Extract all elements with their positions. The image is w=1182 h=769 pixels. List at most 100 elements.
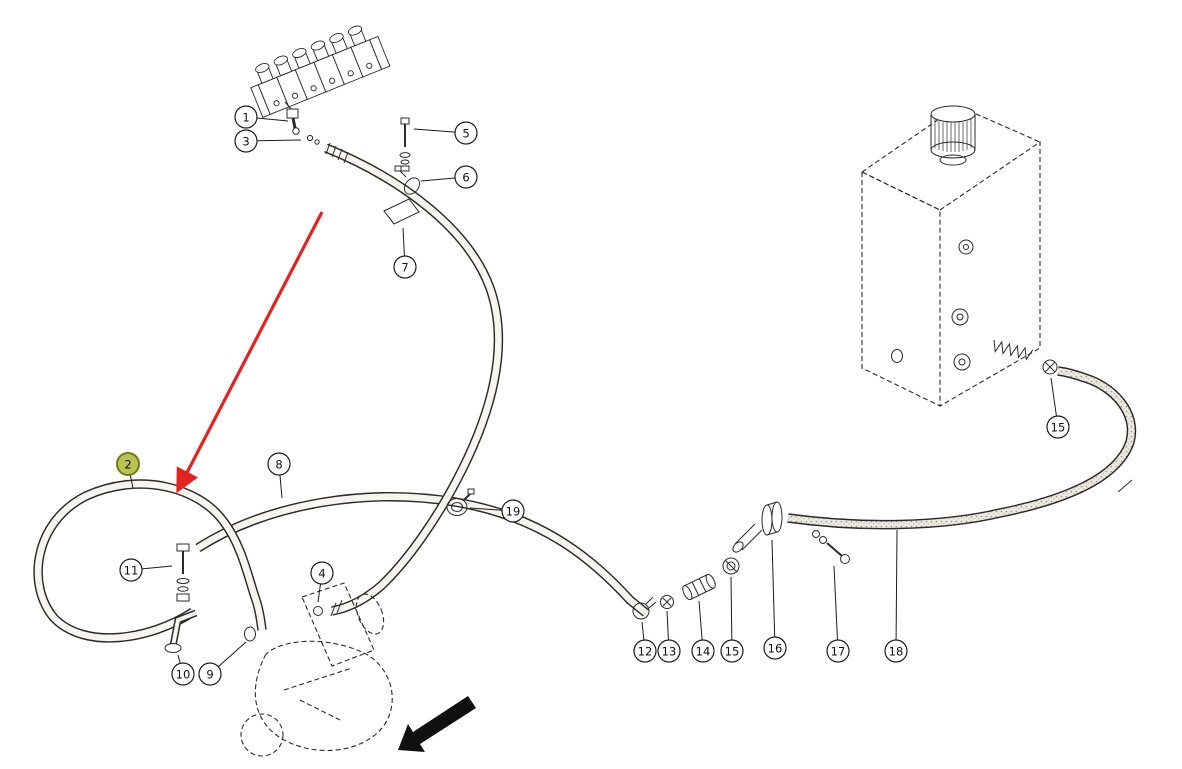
nut-15 [722,557,740,575]
hose-from-valve-block [324,142,504,616]
callout-circle[interactable] [1046,415,1070,439]
callout-leader-line [666,610,669,641]
callout-9[interactable]: 9 [198,641,247,686]
spring-guard [993,339,1034,361]
callout-5[interactable]: 5 [413,121,478,145]
callout-leader-line [730,576,733,641]
o-ring-fitting-4 [313,599,343,617]
callout-circle[interactable] [826,639,850,663]
callout-label: 15 [1051,421,1066,435]
annotation-layer [176,211,476,752]
callout-leader-line [129,474,134,489]
callout-11[interactable]: 11 [119,558,173,582]
callout-circle[interactable] [763,636,787,660]
callout-leader-line [402,227,405,257]
callout-label: 15 [725,645,740,659]
tank-ports [891,239,974,371]
callout-label: 6 [462,171,469,185]
callout-circle[interactable] [454,165,478,189]
hose-clamp-6 [394,165,421,195]
hose-joint-mark [1117,479,1133,493]
callout-6[interactable]: 6 [420,165,478,189]
connector-14 [682,573,716,601]
callout-4[interactable]: 4 [310,561,334,603]
callout-leader-line [279,474,283,499]
callout-label: 7 [401,261,408,275]
callout-15[interactable]: 15 [720,576,744,663]
callout-leader-line [698,600,703,641]
callout-label: 9 [206,668,213,682]
callout-16[interactable]: 16 [763,539,787,660]
bracket-7 [383,198,420,225]
callout-label: 10 [176,668,191,682]
bolt-17 [812,530,850,564]
callout-leader-line [469,507,503,511]
callout-1[interactable]: 1 [234,105,289,129]
callout-leader-line [317,583,321,603]
nipple-fitting-3 [306,134,320,145]
callout-label: 13 [662,645,677,659]
callout-3[interactable]: 3 [234,129,302,153]
ring-9 [244,626,256,642]
callout-leader-line [420,177,456,182]
callout-circle[interactable] [884,639,908,663]
callout-circle[interactable] [720,639,744,663]
callout-leader-line [413,128,456,133]
callout-leader-line [141,565,173,570]
callout-label: 14 [696,645,711,659]
callout-circle[interactable] [657,639,681,663]
callout-8[interactable]: 8 [267,452,291,499]
callout-leader-line [895,529,898,641]
callout-10[interactable]: 10 [171,654,195,686]
bolt-5 [399,117,411,172]
callout-17[interactable]: 17 [826,565,850,663]
callout-circle[interactable] [454,121,478,145]
callout-circle[interactable] [234,105,258,129]
callout-circle[interactable] [198,662,222,686]
steering-unit-drawing [240,582,393,757]
red-pointer-arrow [176,211,324,494]
callout-label: 3 [242,135,249,149]
callout-label: 5 [462,127,469,141]
callout-7[interactable]: 7 [393,227,417,279]
callout-circle[interactable] [393,255,417,279]
callout-circle[interactable] [267,452,291,476]
callout-13[interactable]: 13 [657,610,681,663]
callout-circle[interactable] [234,129,258,153]
callout-12[interactable]: 12 [633,621,657,663]
callout-circle[interactable] [171,662,195,686]
callout-label: 11 [124,564,139,578]
hose-clamp-12 [632,596,657,620]
callout-leader-line [771,539,776,638]
hose-thread-ticks [325,142,349,164]
callout-circle[interactable] [633,639,657,663]
callout-label: 18 [889,645,904,659]
tank-nut-15 [1042,359,1058,375]
nut-13 [660,595,674,609]
callout-2[interactable]: 2 [116,452,140,489]
callout-15[interactable]: 15 [1046,377,1070,439]
callout-label: 12 [638,645,653,659]
hose-clamp-19 [446,488,475,516]
callout-circle-highlighted[interactable] [116,452,140,476]
direction-arrow [398,696,476,752]
bolt-11 [176,543,190,602]
hose-18-return [787,366,1137,530]
callout-circle[interactable] [501,499,525,523]
callout-label: 17 [831,645,846,659]
callout-14[interactable]: 14 [691,600,715,663]
callout-label: 4 [318,567,325,581]
callout-circle[interactable] [691,639,715,663]
callout-circle[interactable] [119,558,143,582]
callout-circle[interactable] [310,561,334,585]
filler-cap [930,105,976,166]
callout-leader-line [217,641,247,668]
callout-leader-line [177,654,181,664]
callout-leader-line [1050,377,1057,417]
valve-block-drawing [250,25,391,118]
callout-19[interactable]: 19 [469,499,525,523]
callout-label: 19 [506,505,521,519]
callout-18[interactable]: 18 [884,529,908,663]
